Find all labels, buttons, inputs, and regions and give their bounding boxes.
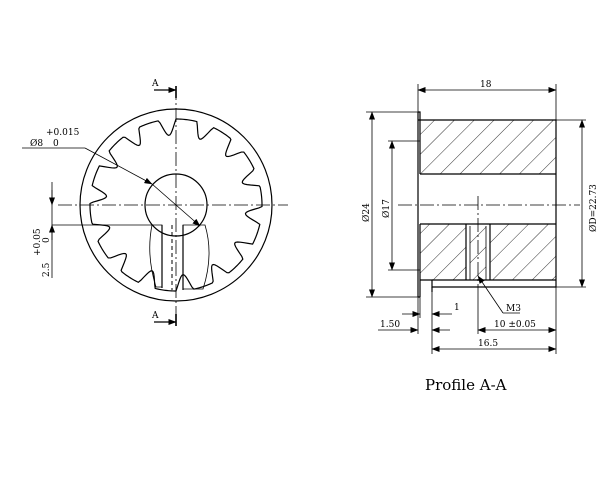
dim-body-length: 16.5 — [431, 318, 557, 354]
section-letter-bottom: A — [151, 311, 159, 321]
dim-flange-diameter: Ø24 — [361, 111, 418, 298]
dim-thread-position: 10 ±0.05 — [477, 287, 557, 354]
dim-overall-length: 18 — [417, 80, 557, 120]
svg-text:1.50: 1.50 — [380, 320, 400, 330]
svg-text:Ø24: Ø24 — [361, 203, 372, 222]
dim-flange-thickness: 1.50 — [378, 297, 450, 334]
hatch-top — [420, 120, 556, 174]
dim-hub-diameter: Ø17 — [381, 140, 420, 271]
section-view: 18 Ø24 Ø17 ØD=22.73 M3 — [361, 80, 599, 394]
svg-text:16.5: 16.5 — [478, 339, 498, 349]
svg-text:18: 18 — [480, 80, 492, 90]
section-letter-top: A — [151, 79, 159, 89]
section-marker-top: A — [151, 79, 177, 98]
svg-text:Ø17: Ø17 — [381, 199, 392, 218]
section-marker-bottom: A — [151, 311, 177, 326]
svg-text:1: 1 — [454, 303, 460, 313]
bore-diameter-dimension: Ø8 +0.015 0 — [22, 128, 201, 227]
front-view: A A Ø8 +0.015 0 2.5 +0.05 0 — [22, 79, 288, 326]
set-screw-hole — [149, 224, 210, 290]
hatch-bottom-left — [420, 224, 466, 280]
svg-text:ØD=22.73: ØD=22.73 — [588, 184, 599, 232]
dim-pitch-diameter: ØD=22.73 — [556, 119, 599, 288]
offset-tolerance-upper: +0.05 — [33, 228, 43, 256]
thread-callout: M3 — [477, 275, 521, 314]
bore-tolerance-lower: 0 — [53, 139, 59, 149]
offset-dimension: 2.5 +0.05 0 — [33, 182, 152, 278]
offset-tolerance-lower: 0 — [42, 237, 52, 243]
offset-value: 2.5 — [42, 262, 52, 277]
bore-tolerance-upper: +0.015 — [46, 128, 80, 138]
svg-text:M3: M3 — [506, 304, 521, 314]
bore-diameter-label: Ø8 — [30, 138, 43, 149]
svg-text:10 ±0.05: 10 ±0.05 — [494, 320, 536, 330]
hatch-bottom-right — [490, 224, 556, 280]
section-title: Profile A-A — [425, 376, 507, 394]
dim-flange-gap: 1 — [402, 292, 460, 318]
